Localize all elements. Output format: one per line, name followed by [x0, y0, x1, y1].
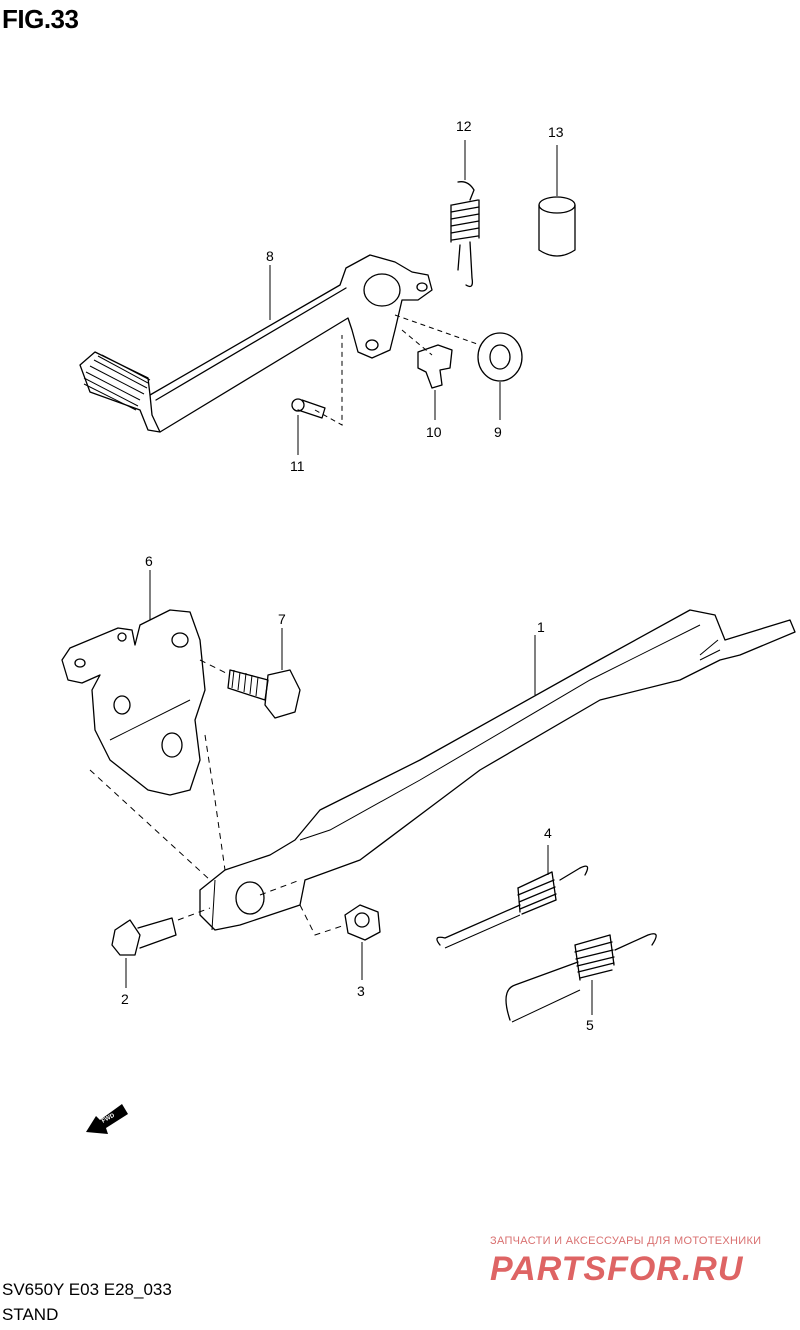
- part-12-spring[interactable]: [450, 140, 480, 288]
- callout-3: 3: [357, 983, 365, 999]
- part-10-switch[interactable]: [417, 344, 453, 420]
- section-name: STAND: [2, 1305, 59, 1324]
- part-3-nut[interactable]: [344, 904, 381, 980]
- callout-8: 8: [266, 248, 274, 264]
- callout-9: 9: [494, 424, 502, 440]
- fwd-arrow-icon: FWD: [86, 1104, 128, 1134]
- part-11-bolt[interactable]: [291, 398, 326, 455]
- callout-10: 10: [426, 424, 442, 440]
- figure-title: FIG.33: [2, 4, 79, 34]
- callout-1: 1: [537, 619, 545, 635]
- part-2-pivot-bolt[interactable]: [111, 917, 177, 988]
- part-1-side-stand[interactable]: [199, 609, 796, 931]
- callout-2: 2: [121, 991, 129, 1007]
- callout-4: 4: [544, 825, 552, 841]
- part-13-sleeve[interactable]: [538, 145, 576, 257]
- svg-text:PARTSFOR.RU: PARTSFOR.RU: [490, 1250, 744, 1288]
- callout-11: 11: [290, 458, 305, 474]
- callout-12: 12: [456, 118, 472, 134]
- part-4-spring[interactable]: [436, 845, 589, 949]
- callout-6: 6: [145, 553, 153, 569]
- callout-5: 5: [586, 1017, 594, 1033]
- watermark-logo: PARTSFOR.RU: [490, 1250, 744, 1288]
- part-9-washer[interactable]: [477, 332, 523, 420]
- callout-13: 13: [548, 124, 564, 140]
- part-5-spring[interactable]: [505, 933, 657, 1023]
- model-code: SV650Y E03 E28_033: [2, 1280, 172, 1299]
- part-6-bracket[interactable]: [61, 570, 206, 796]
- watermark-tagline: ЗАПЧАСТИ И АКСЕССУАРЫ ДЛЯ МОТОТЕХНИКИ: [490, 1235, 762, 1247]
- part-8-stand-lever[interactable]: [79, 254, 433, 433]
- callout-7: 7: [278, 611, 286, 627]
- part-7-bolt[interactable]: [227, 628, 301, 719]
